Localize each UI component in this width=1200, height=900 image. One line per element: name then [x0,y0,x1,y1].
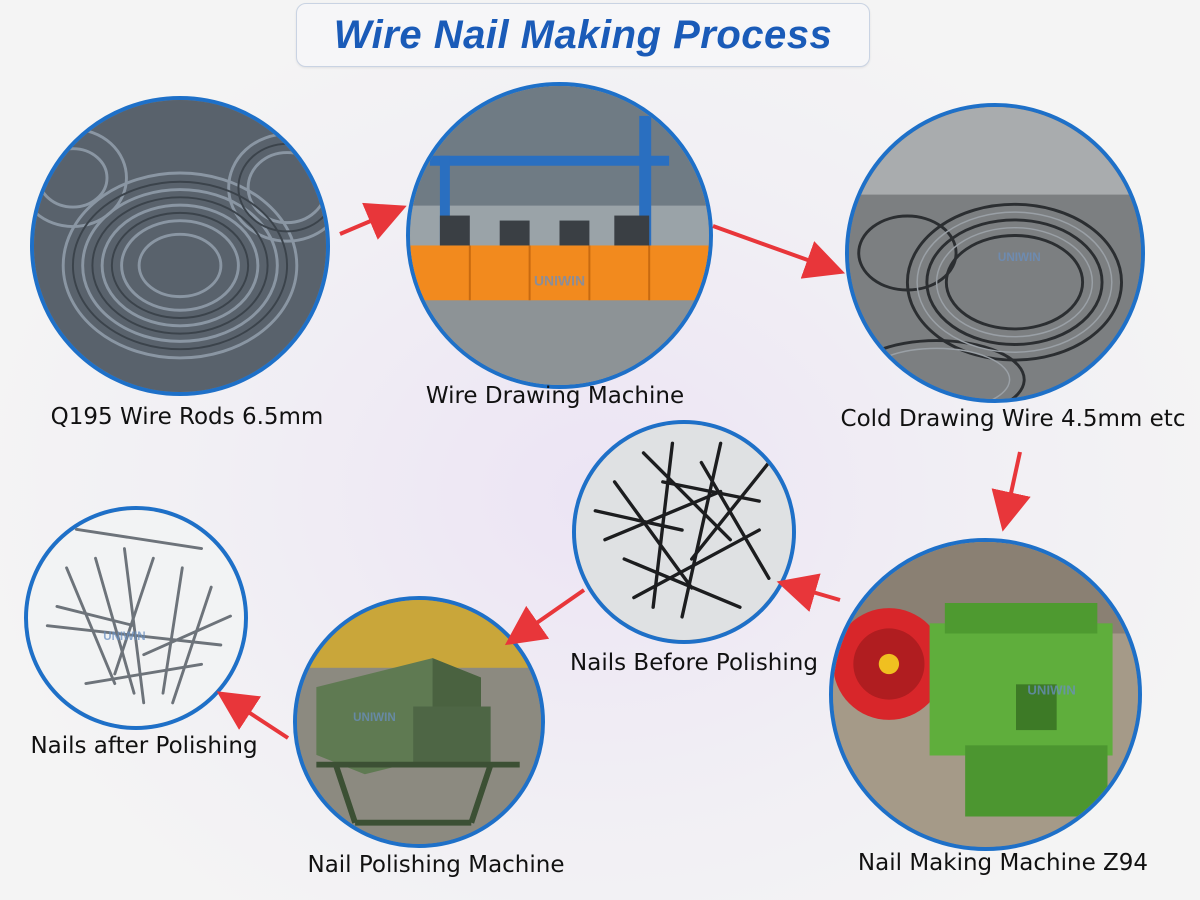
cold-drawing-wire-photo: UNIWIN [845,103,1145,403]
arrow-3-to-4 [991,451,1031,532]
step-label-cold-drawing-wire: Cold Drawing Wire 4.5mm etc [840,406,1186,432]
page-title: Wire Nail Making Process [333,12,833,57]
step-label-wire-rods: Q195 Wire Rods 6.5mm [50,404,324,430]
brand-watermark: UNIWIN [998,251,1041,264]
nails-after-polishing-photo: UNIWIN [24,506,248,730]
step-label-nails-after-polishing: Nails after Polishing [30,733,258,759]
arrow-2-to-3 [712,224,846,279]
step-label-wire-drawing-machine: Wire Drawing Machine [425,383,685,409]
nails-before-polishing-photo [572,420,796,644]
step-label-nail-making-machine: Nail Making Machine Z94 [857,850,1149,876]
step-label-nail-polishing-machine: Nail Polishing Machine [307,852,565,878]
arrow-1-to-2 [339,202,407,240]
brand-watermark: UNIWIN [103,631,145,643]
title-box: Wire Nail Making Process [296,3,870,67]
wire-rods-photo [30,96,330,396]
nail-polishing-machine-photo: UNIWIN [293,596,545,848]
arrow-5-to-6 [504,588,586,646]
arrow-6-to-7 [216,691,290,740]
nail-making-machine-photo: UNIWIN [829,538,1142,851]
brand-watermark: UNIWIN [534,272,585,288]
step-label-nails-before-polishing: Nails Before Polishing [570,650,818,676]
brand-watermark: UNIWIN [1027,683,1075,698]
arrow-4-to-5 [776,573,841,612]
brand-watermark: UNIWIN [353,711,396,724]
